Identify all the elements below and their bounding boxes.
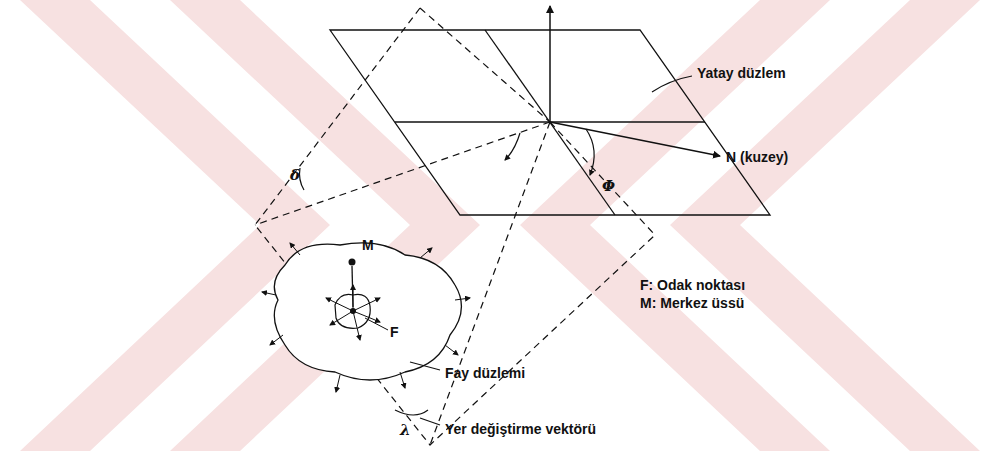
plane-label: Yatay düzlem (697, 66, 786, 81)
legend-note: M: Merkez üssü (640, 296, 744, 311)
angle-symbol: Φ (602, 178, 615, 195)
legend-note: F: Odak noktası (640, 278, 745, 293)
vector-label: Yer değiştirme vektörü (445, 422, 596, 437)
direction-label: N (kuzey) (726, 150, 788, 165)
plane-label: Fay düzlemi (445, 366, 525, 381)
angle-symbol: δ (290, 167, 300, 184)
angle-symbol: λ (400, 422, 411, 439)
watermark (20, 0, 980, 451)
point-label: M (362, 238, 374, 253)
point-label: F (390, 325, 399, 340)
